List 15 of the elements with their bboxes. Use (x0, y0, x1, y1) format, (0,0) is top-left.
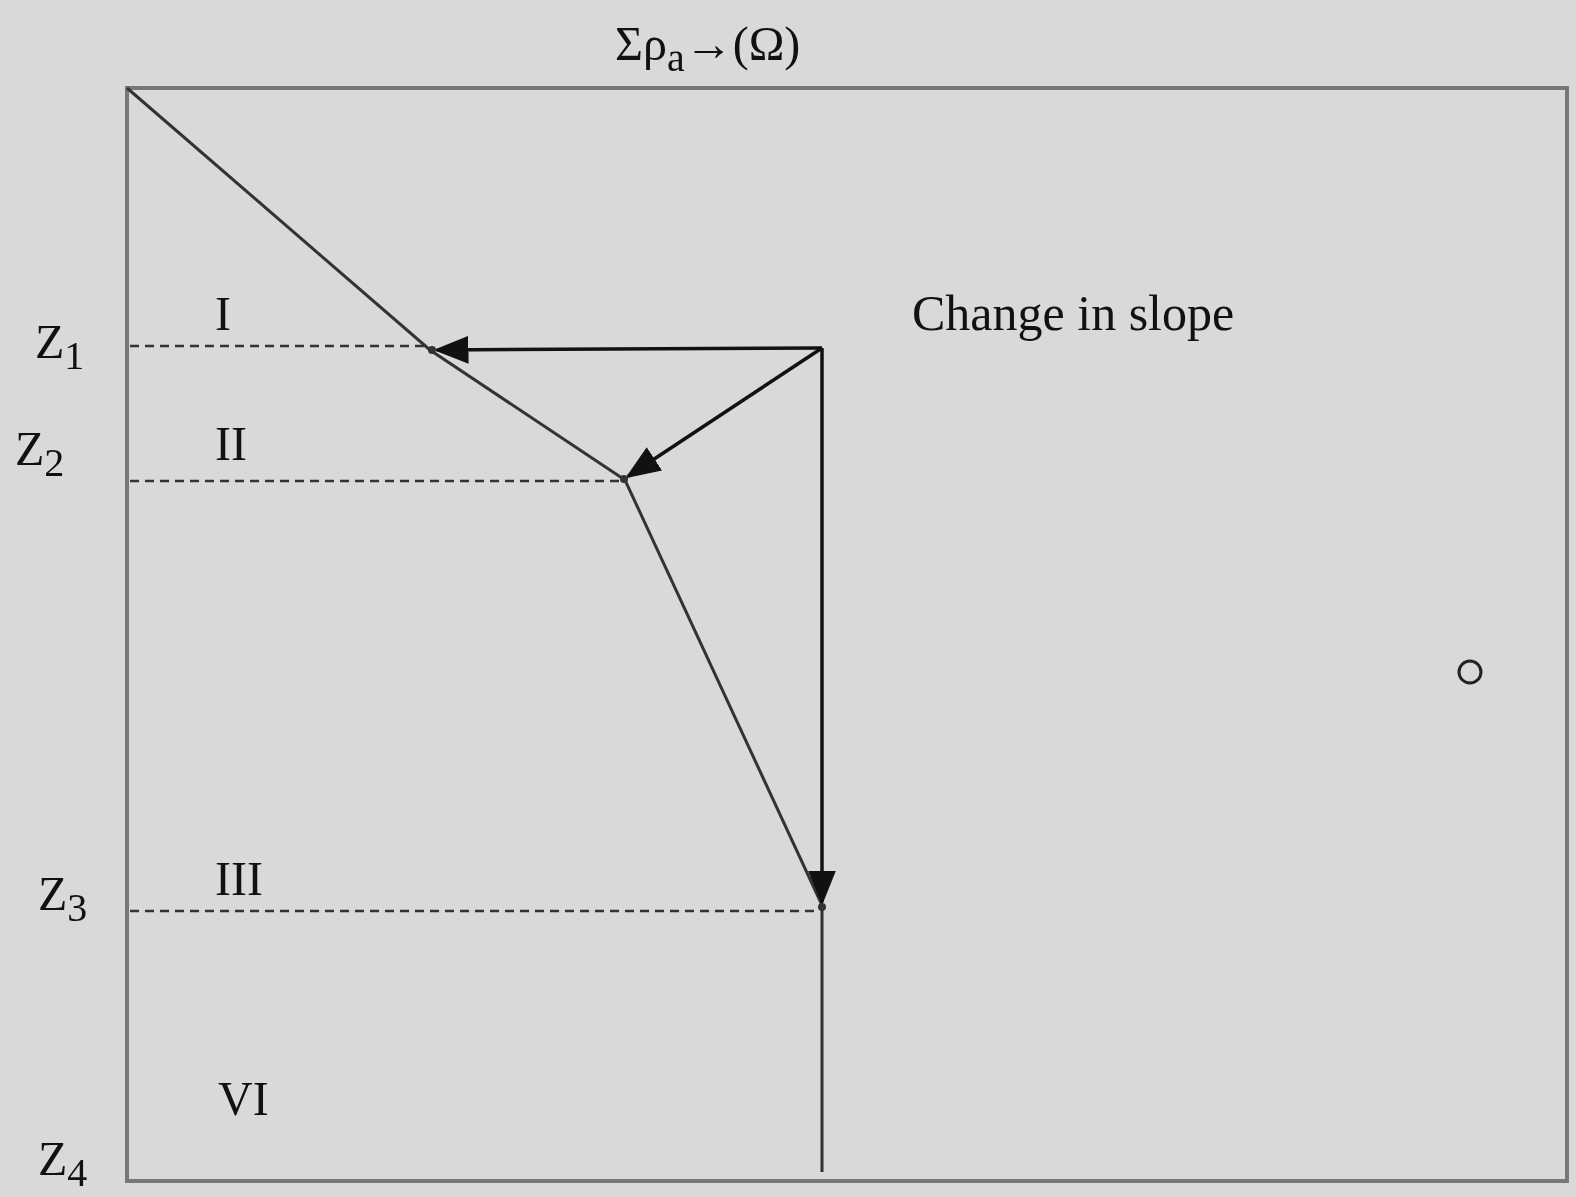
depth-label: Z$_{1}$ (35, 318, 85, 376)
arrow (808, 348, 836, 906)
depth-label: Z$_{3}$ (38, 870, 88, 928)
depth-label: Z$_{2}$ (15, 425, 65, 483)
slope-break-point (620, 475, 628, 483)
depth-label: Z$_{4}$ (38, 1135, 88, 1193)
arrow (433, 335, 822, 364)
slope-break-point (818, 903, 826, 911)
slope-break-point (428, 346, 436, 354)
layer-number: I (215, 290, 231, 338)
arrow (625, 346, 823, 479)
layer-number: II (215, 420, 247, 468)
layer-number: III (215, 855, 263, 903)
axis-label: Σρ$_{a}$→(Ω) (615, 20, 801, 78)
layer-number: VI (218, 1075, 269, 1123)
